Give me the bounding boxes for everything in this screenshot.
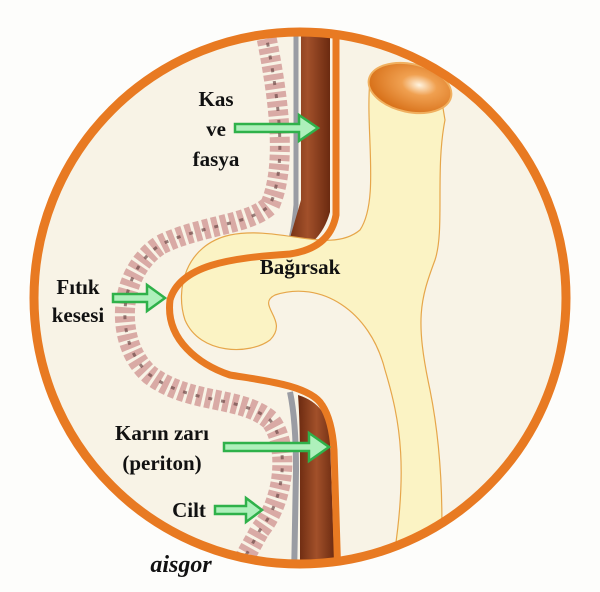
frame-circle: [29, 27, 571, 569]
arrow-icon: [213, 495, 265, 525]
skin-texture: [123, 32, 284, 564]
label-hernia-sac: Fıtık: [56, 275, 99, 299]
intestine: [180, 79, 446, 564]
muscle-upper: [285, 32, 330, 255]
signature: aisgor: [150, 552, 212, 578]
arrow-icon: [233, 112, 321, 144]
label-peritoneum: Karın zarı: [115, 421, 209, 445]
muscle-lower: [298, 395, 335, 564]
label-muscle: fasya: [193, 147, 240, 171]
label-muscle: Kas: [198, 87, 233, 111]
label-peritoneum: (periton): [122, 451, 201, 475]
fascia-lower: [287, 391, 300, 564]
peritoneum-line: [166, 32, 342, 564]
label-skin: Cilt: [172, 498, 206, 522]
arrow-icon: [111, 282, 168, 314]
label-intestine: Bağırsak: [260, 255, 341, 279]
arrow-icon: [222, 430, 332, 464]
label-hernia-sac: kesesi: [52, 303, 105, 327]
label-muscle: ve: [206, 117, 226, 141]
intestine-lumen: [367, 61, 453, 115]
